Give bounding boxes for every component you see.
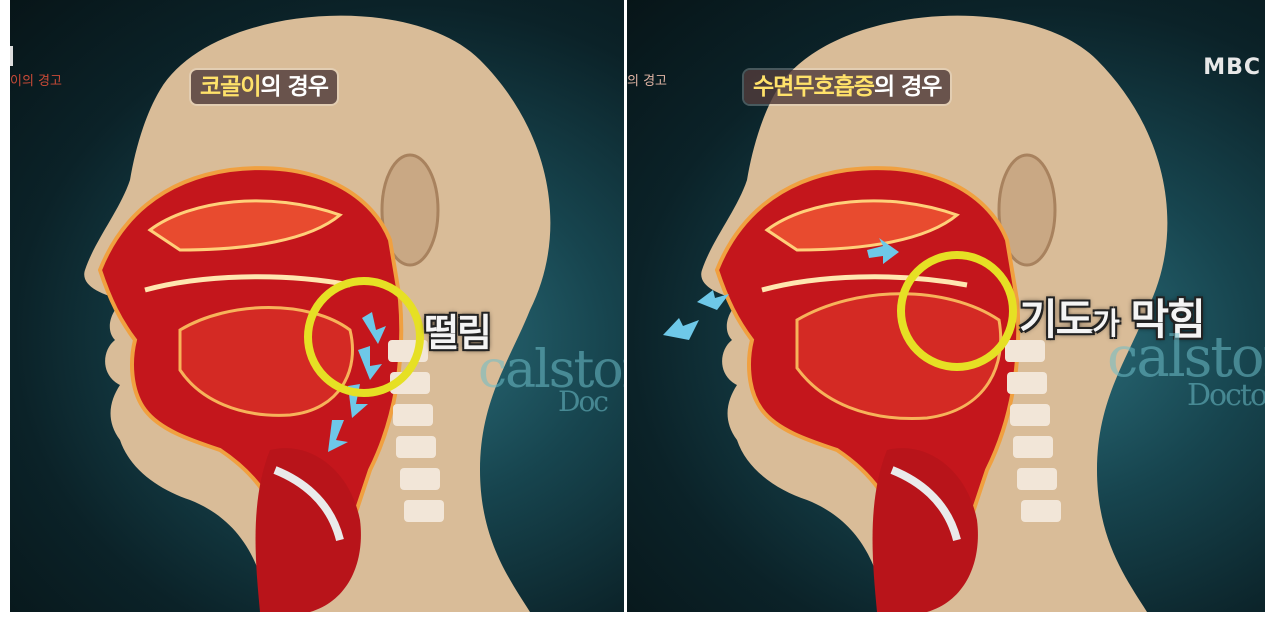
snoring-panel: 이의 경고 코골이의 경우 떨림 calstor Doc bbox=[10, 0, 624, 612]
callout-part1: 기도 bbox=[1019, 295, 1092, 344]
caption-highlight: 코골이 bbox=[200, 74, 260, 100]
left-edge-mark bbox=[10, 46, 13, 66]
show-title-fragment: 이의 경고 bbox=[10, 70, 62, 89]
caption-highlight: 수면무호흡증 bbox=[753, 74, 874, 100]
show-title-fragment: 의 경고 bbox=[627, 70, 667, 89]
sleep-apnea-caption: 수면무호흡증의 경우 bbox=[744, 70, 950, 104]
snoring-caption: 코골이의 경우 bbox=[191, 70, 337, 104]
caption-rest: 의 경우 bbox=[260, 74, 328, 100]
sleep-apnea-panel: 의 경고 수면무호흡증의 경우 기도가 막힘 calstory Doctor M… bbox=[627, 0, 1265, 612]
broadcaster-logo: MBC bbox=[1203, 55, 1261, 80]
caption-rest: 의 경우 bbox=[874, 74, 942, 100]
watermark-sub: Doctor bbox=[1187, 378, 1265, 413]
watermark-sub: Doc bbox=[558, 385, 607, 418]
